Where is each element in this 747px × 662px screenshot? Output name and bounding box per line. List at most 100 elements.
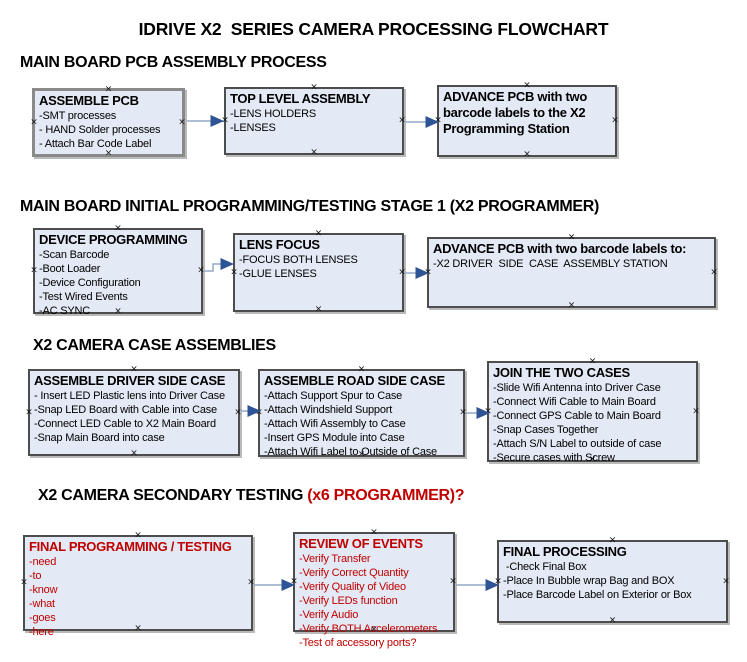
connection-handle-icon: × [30,117,38,127]
box-item: -Place Barcode Label on Exterior or Box [503,589,692,601]
box-item: -Test of accessory ports? [299,637,417,649]
page-title: IDRIVE X2 SERIES CAMERA PROCESSING FLOWC… [138,19,609,39]
section-heading-secondary-testing: X2 CAMERA SECONDARY TESTING (x6 PROGRAMM… [38,487,465,505]
box-title: TOP LEVEL ASSEMBLY [230,91,371,106]
connection-handle-icon: × [608,615,617,626]
box-item: -Check Final Box [503,561,587,573]
box-item: - Insert LED Plastic lens into Driver Ca… [34,390,225,402]
box-item: -what [29,598,55,610]
box-item: -Attach Support Spur to Case [264,390,403,402]
connection-handle-icon: × [314,304,323,315]
box-title: FINAL PROGRAMMING / TESTING [29,539,232,554]
connection-handle-icon: × [255,407,263,418]
box-item-list: -FOCUS BOTH LENSES -GLUE LENSES [239,253,402,281]
connection-handle-icon: × [20,577,28,588]
box-item: -Scan Barcode [39,249,110,261]
box-lens-focus[interactable]: LENS FOCUS -FOCUS BOTH LENSES -GLUE LENSE… [230,229,406,315]
connection-handle-icon: × [290,576,298,587]
box-title: ASSEMBLE DRIVER SIDE CASE [34,373,226,388]
box-item: -Boot Loader [39,263,101,275]
connection-handle-icon: × [523,149,531,160]
box-advance-pcb-programming-station[interactable]: ADVANCE PCB with two barcode labels to t… [434,81,619,160]
box-review-of-events[interactable]: REVIEW OF EVENTS -Verify Transfer-Verify… [290,528,457,649]
box-join-the-two-cases[interactable]: JOIN THE TWO CASES -Slide Wifi Antenna i… [484,357,700,465]
box-item: -Verify Quality of Video [299,581,406,593]
box-item: -FOCUS BOTH LENSES [239,254,358,266]
box-title: ASSEMBLE PCB [39,93,139,108]
box-item: - Attach Bar Code Label [39,138,152,150]
box-item: -LENSES [230,122,276,134]
box-item: -Attach Wifi Label to Outside of Case [264,446,437,458]
box-item-list: -need -to -know -what -goes -here [29,555,251,639]
connection-handle-icon: × [424,267,432,277]
connection-handle-icon: × [30,265,38,276]
box-item: -LENS HOLDERS [230,108,317,120]
box-item: -GLUE LENSES [239,268,317,280]
box-title: LENS FOCUS [239,237,320,252]
connection-handle-icon: × [310,147,318,158]
box-item: -AC SYNC [39,305,90,317]
box-title: ADVANCE PCB with two barcode labels to: [433,241,687,256]
box-item: -goes [29,612,56,624]
box-title: REVIEW OF EVENTS [299,536,423,551]
box-assemble-pcb[interactable]: ASSEMBLE PCB -SMT processes - HAND Solder… [30,85,186,158]
box-final-processing[interactable]: FINAL PROCESSING -Check Final Box -Place … [494,536,730,626]
box-item: -Verify BOTH Accelerometers [299,623,438,635]
box-device-programming[interactable]: DEVICE PROGRAMMING -Scan Barcode -Boot Lo… [30,224,205,317]
connection-handle-icon: × [221,115,229,126]
box-item-list: -Attach Support Spur to Case -Attach Wind… [264,389,463,459]
connection-handle-icon: × [494,576,502,586]
box-item: -to [29,570,42,582]
box-item: -Place In Bubble wrap Bag and BOX [503,575,675,587]
box-item: -need [29,556,57,568]
box-item-list: -Verify Transfer -Verify Correct Quantity… [299,552,453,650]
box-item: -Secure cases with Screw [493,452,615,464]
box-top-level-assembly[interactable]: TOP LEVEL ASSEMBLY -LENS HOLDERS-LENSES … [221,83,406,158]
section-heading-initial-programming: MAIN BOARD INITIAL PROGRAMMING/TESTING S… [20,198,600,215]
box-item: -Verify Transfer [299,553,371,565]
box-item-list: -LENS HOLDERS -LENSES [230,107,402,135]
box-item: -Snap LED Board with Cable into Case [34,404,217,416]
box-item: -Snap Main Board into case [34,432,165,444]
section-heading-pcb-assembly: MAIN BOARD PCB ASSEMBLY PROCESS [20,54,327,71]
box-title: ASSEMBLE ROAD SIDE CASE [264,373,445,388]
box-item: -Attach S/N Label to outside of case [493,438,662,450]
box-item-list: -Slide Wifi Antenna into Driver Case -Con… [493,381,696,465]
connection-handle-icon: × [230,267,238,277]
connection-handle-icon: × [484,406,492,416]
box-final-programming-testing[interactable]: FINAL PROGRAMMING / TESTING -need -to -kno… [20,531,255,638]
box-assemble-road-side-case[interactable]: ASSEMBLE ROAD SIDE CASE -Attach Support … [255,365,467,459]
connection-handle-icon: × [130,448,138,459]
box-assemble-driver-side-case[interactable]: ASSEMBLE DRIVER SIDE CASE - Insert LED P… [25,365,242,459]
box-item: -X2 DRIVER SIDE CASE ASSEMBLY STATION [433,258,668,270]
box-item: -Verify Correct Quantity [299,567,409,579]
box-item: -Attach Windshield Support [264,404,393,416]
box-item: -Connect LED Cable to X2 Main Board [34,418,216,430]
box-item: -know [29,584,58,596]
box-title: FINAL PROCESSING [503,544,627,559]
box-item: -Verify Audio [299,609,359,621]
box-item: - HAND Solder processes [39,124,161,136]
box-item: -Slide Wifi Antenna into Driver Case [493,382,661,394]
box-item: -Connect GPS Cable to Main Board [493,410,661,422]
box-item: -here [29,626,54,638]
box-item-list: - Insert LED Plastic lens into Driver Ca… [34,389,238,445]
connection-handle-icon: × [567,300,576,311]
box-item: -SMT processes [39,110,117,122]
box-title: ADVANCE PCB with two barcode labels to t… [443,89,587,136]
box-item: -Insert GPS Module into Case [264,432,405,444]
box-item: -Device Configuration [39,277,141,289]
arrow-device-to-lensfocus [204,258,234,272]
box-item-list: -X2 DRIVER SIDE CASE ASSEMBLY STATION [433,257,714,271]
heading-red-suffix: (x6 PROGRAMMER)? [303,487,465,504]
box-item-list: -Scan Barcode -Boot Loader -Device Configu… [39,248,201,318]
connection-handle-icon: × [25,407,33,417]
box-title: DEVICE PROGRAMMING [39,232,188,247]
box-advance-pcb-driver-side-station[interactable]: ADVANCE PCB with two barcode labels to: … [424,233,718,311]
box-item-list: -Check Final Box -Place In Bubble wrap Ba… [503,560,726,602]
box-item-list: -SMT processes - HAND Solder processes - A… [39,109,182,151]
box-title: JOIN THE TWO CASES [493,365,630,380]
box-item: -Verify LEDs function [299,595,398,607]
box-item: -Attach Wifi Assembly to Case [264,418,406,430]
